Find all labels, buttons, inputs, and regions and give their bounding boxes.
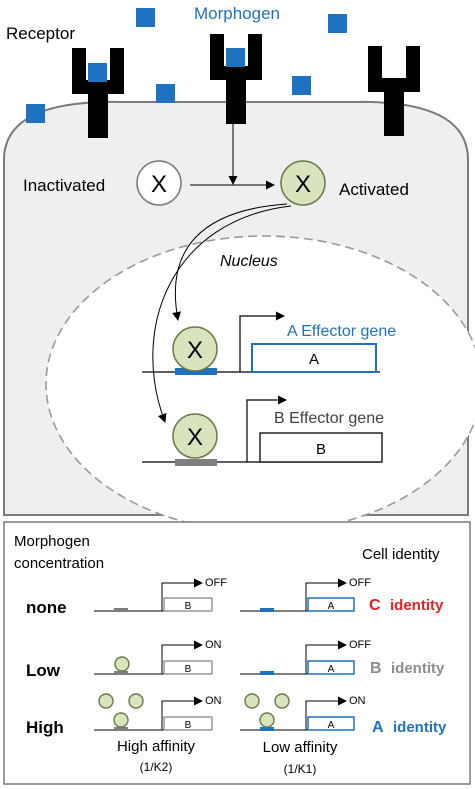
row-high: High ON B ON A A identity — [26, 693, 447, 737]
gene-b-box — [259, 432, 383, 463]
x-activated-symbol: X — [295, 171, 311, 198]
morphogen-square — [292, 76, 311, 95]
bound-x — [113, 712, 129, 728]
site-high-affinity — [114, 671, 128, 675]
x-inactivated-symbol: X — [151, 171, 167, 198]
b-box — [163, 597, 213, 612]
header-concentration-line2: concentration — [14, 555, 104, 572]
header-cell-identity: Cell identity — [362, 546, 440, 563]
bound-x — [114, 656, 130, 672]
footer-high-affinity: High affinity — [117, 738, 196, 755]
identity-word: identity — [393, 719, 447, 736]
promoter-arrow — [305, 578, 347, 611]
a-box-label: A — [328, 664, 335, 675]
identity-word: identity — [390, 597, 444, 614]
identity-letter: A — [372, 719, 384, 736]
promoter-arrow-b — [246, 395, 287, 462]
morphogen-label: Morphogen — [194, 4, 280, 23]
morphogen-square — [328, 14, 347, 33]
level-label: High — [26, 718, 64, 737]
identity-word: identity — [391, 660, 445, 677]
promoter-arrow — [305, 696, 347, 730]
site-high-affinity — [114, 608, 128, 612]
morphogen-square — [26, 104, 45, 123]
gene-b-label: B Effector gene — [274, 410, 384, 427]
site-low-affinity — [260, 727, 274, 731]
free-x — [274, 693, 290, 709]
b-state: OFF — [205, 577, 227, 589]
free-x — [244, 693, 260, 709]
b-box — [163, 716, 213, 731]
nuclear-entry-arrow-a — [172, 203, 288, 321]
free-x — [98, 693, 114, 709]
x-activated-circle — [280, 160, 326, 206]
identity-letter: C — [369, 597, 381, 614]
b-box — [163, 660, 213, 675]
a-state: OFF — [349, 639, 371, 651]
morphogen-molecules — [26, 8, 347, 123]
receptor-3 — [368, 46, 420, 136]
x-bound-b-symbol: X — [187, 424, 203, 451]
promoter-arrow-a — [239, 311, 285, 372]
a-state: ON — [349, 695, 366, 707]
footer-low-affinity: Low affinity — [263, 739, 338, 756]
nucleus-label: Nucleus — [220, 253, 278, 270]
receptor-1 — [72, 48, 124, 138]
activated-label: Activated — [339, 180, 409, 199]
receptor-label: Receptor — [6, 24, 75, 43]
a-state: OFF — [349, 577, 371, 589]
morphogen-square — [136, 8, 155, 27]
free-x — [128, 693, 144, 709]
bound-morphogen — [226, 48, 245, 67]
level-label: Low — [26, 661, 61, 680]
b-state: ON — [205, 639, 222, 651]
site-low-affinity — [260, 671, 274, 675]
gene-a-box-label: A — [309, 351, 319, 368]
a-box-label: A — [328, 720, 335, 731]
x-bound-a-symbol: X — [187, 337, 203, 364]
header-concentration-line1: Morphogen — [14, 533, 90, 550]
level-label: none — [26, 598, 67, 617]
footer-k1: (1/K1) — [284, 762, 317, 776]
b-box-label: B — [185, 664, 192, 675]
promoter-arrow — [161, 578, 203, 611]
promoter-arrow — [305, 640, 347, 674]
a-box — [307, 716, 355, 731]
promoter-arrow — [161, 640, 203, 674]
x-bound-b — [172, 413, 218, 459]
x-bound-a — [172, 326, 218, 372]
nucleus — [45, 235, 475, 533]
identity-table — [3, 521, 471, 785]
b-state: ON — [205, 695, 222, 707]
x-inactivated-circle — [136, 160, 182, 206]
inactivated-label: Inactivated — [23, 176, 105, 195]
site-low-affinity — [260, 608, 274, 612]
site-high-affinity — [114, 727, 128, 731]
b-box-label: B — [185, 601, 192, 612]
bound-x — [259, 712, 275, 728]
promoter-arrow — [161, 696, 203, 730]
identity-letter: B — [370, 660, 382, 677]
gene-a-box — [251, 343, 377, 373]
morphogen-square — [156, 84, 175, 103]
row-none: none OFF B OFF A C identity — [26, 577, 444, 617]
row-low: Low ON B OFF A B identity — [26, 639, 445, 680]
gene-b-box-label: B — [316, 441, 326, 458]
a-box-label: A — [328, 601, 335, 612]
a-box — [307, 660, 355, 675]
nuclear-entry-arrow-b — [152, 205, 292, 423]
gene-a-label: A Effector gene — [287, 323, 396, 340]
bound-morphogen — [88, 63, 107, 82]
footer-k2: (1/K2) — [140, 760, 173, 774]
receptor-2 — [210, 34, 262, 124]
binding-site-b — [175, 459, 217, 466]
a-box — [307, 597, 355, 612]
b-box-label: B — [185, 720, 192, 731]
